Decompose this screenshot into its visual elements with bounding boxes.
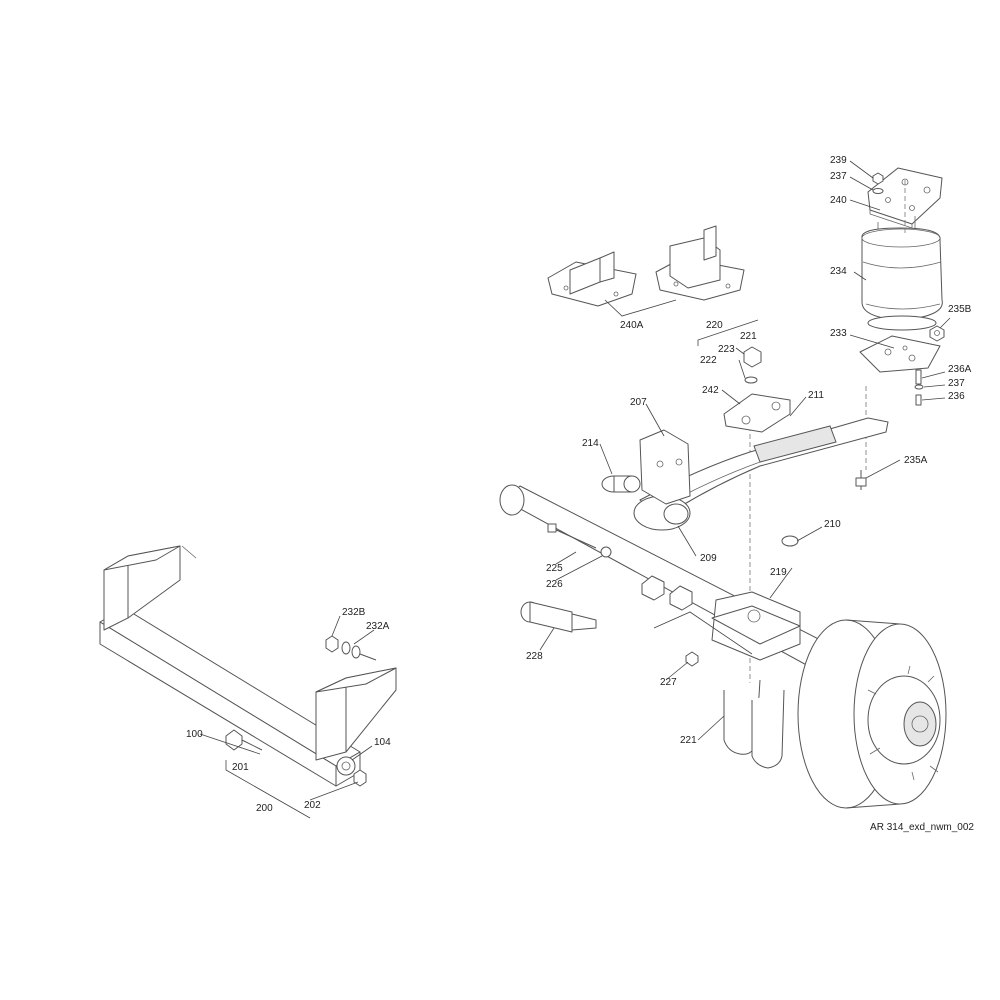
washer-222 <box>744 376 758 384</box>
callout-234: 234 <box>830 266 847 277</box>
nut-202 <box>353 769 367 787</box>
bracket-group-200 <box>225 760 311 819</box>
bushings <box>641 575 693 611</box>
callout-225: 225 <box>546 563 563 574</box>
nut-227 <box>685 651 699 667</box>
callout-211: 211 <box>808 390 824 401</box>
drawing-reference: AR 314_exd_nwm_002 <box>870 822 974 833</box>
bracket-240a-right <box>655 225 745 301</box>
cross-member-100 <box>99 545 397 787</box>
callout-210: 210 <box>824 519 841 530</box>
callout-239: 239 <box>830 155 847 166</box>
nut-239 <box>872 172 884 185</box>
callout-242: 242 <box>702 385 719 396</box>
bolt-236 <box>915 394 922 406</box>
bolt-236a <box>915 369 922 385</box>
washer-237 <box>872 188 884 194</box>
callout-220: 220 <box>706 320 723 331</box>
shock-absorber-228 <box>520 601 597 633</box>
washer-232a <box>341 641 377 661</box>
bracket-240a-left <box>547 251 637 307</box>
callout-232a: 232A <box>366 621 390 632</box>
callout-227: 227 <box>660 677 677 688</box>
bolt-201 <box>225 729 263 751</box>
piston-plate-233 <box>859 335 941 373</box>
callout-221-bottom: 221 <box>680 735 697 746</box>
u-bolt-221 <box>723 679 785 769</box>
callout-221-top: 221 <box>740 331 757 342</box>
bolt-235a <box>855 470 867 490</box>
spring-eye-209 <box>633 495 691 531</box>
callout-237-top: 237 <box>830 171 847 182</box>
callout-207: 207 <box>630 397 647 408</box>
callout-228: 228 <box>526 651 543 662</box>
callout-214: 214 <box>582 438 599 449</box>
axle-seat-242 <box>723 393 791 433</box>
brake-drum-hub <box>797 619 947 809</box>
callout-202: 202 <box>304 800 321 811</box>
bushing-104 <box>336 756 356 776</box>
callout-235b: 235B <box>948 304 972 315</box>
air-bellows-234 <box>861 227 943 331</box>
leader-bushings <box>653 611 753 655</box>
leader-240a <box>604 299 677 317</box>
callout-233: 233 <box>830 328 847 339</box>
callout-236: 236 <box>948 391 965 402</box>
callout-240a: 240A <box>620 320 644 331</box>
callout-201: 201 <box>232 762 249 773</box>
callout-226: 226 <box>546 579 563 590</box>
callout-219: 219 <box>770 567 787 578</box>
callout-240: 240 <box>830 195 847 206</box>
bracket-group-220 <box>697 319 759 346</box>
callout-209: 209 <box>700 553 717 564</box>
callout-200: 200 <box>256 803 273 814</box>
callout-236a: 236A <box>948 364 972 375</box>
callout-223: 223 <box>718 344 735 355</box>
callout-104: 104 <box>374 737 391 748</box>
bushing-214 <box>601 475 641 493</box>
nut-232b <box>325 635 339 653</box>
axle-seat-219 <box>711 591 801 661</box>
washer-237b <box>914 384 924 390</box>
bolt-225 <box>547 523 597 549</box>
callout-222: 222 <box>700 355 717 366</box>
nut-235b <box>929 325 945 342</box>
callout-237-bottom: 237 <box>948 378 965 389</box>
leader-lines <box>199 160 951 801</box>
callout-100: 100 <box>186 729 203 740</box>
callout-232b: 232B <box>342 607 366 618</box>
hanger-207 <box>639 429 691 505</box>
nut-223 <box>743 346 762 368</box>
washer-226 <box>600 546 612 558</box>
pad-210 <box>781 535 799 547</box>
callout-235a: 235A <box>904 455 928 466</box>
